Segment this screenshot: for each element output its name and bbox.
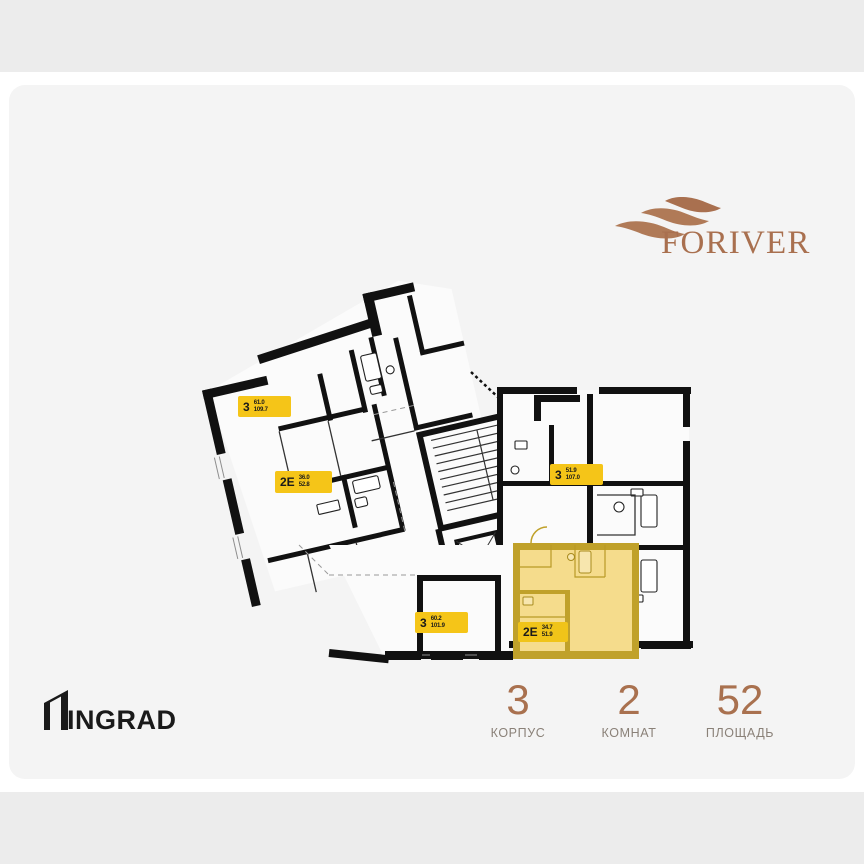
stat-value: 2 — [617, 676, 641, 723]
apartment-living-area: 61.0 — [253, 399, 265, 406]
foriver-logo: FORIVER — [609, 197, 839, 265]
apartment-living-area: 34.7 — [541, 625, 553, 632]
foriver-wordmark: FORIVER — [661, 225, 811, 261]
apartment-rooms: 3 — [243, 399, 250, 414]
foriver-wave-icon — [615, 197, 721, 239]
apartment-total-area: 109.7 — [253, 406, 268, 413]
floor-plan-drawing — [179, 245, 709, 675]
apartment-rooms: 2E — [280, 475, 295, 489]
floor-plan-svg — [202, 280, 693, 664]
plan-lower-right — [641, 641, 691, 649]
apartment-rooms: 3 — [555, 467, 562, 482]
ingrad-wordmark: INGRAD — [67, 705, 177, 735]
apartment-total-area: 51.9 — [541, 632, 553, 638]
stat-ploshad: 52 ПЛОЩАДЬ — [686, 679, 794, 751]
apartment-tag[interactable]: 3 61.0 109.7 — [238, 396, 291, 417]
apartment-areas: 61.0 109.7 — [254, 400, 268, 414]
apartment-living-area: 51.9 — [565, 467, 577, 474]
apartment-living-area: 36.0 — [298, 475, 310, 482]
stat-label: КОРПУС — [490, 726, 546, 740]
apartment-tag[interactable]: 3 60.2 101.9 — [415, 612, 468, 633]
plan-dotted-edge — [470, 371, 502, 401]
apartment-stats: 3 КОРПУС 2 КОМНАТ 52 ПЛОЩАДЬ — [464, 679, 794, 751]
apartment-rooms: 3 — [420, 615, 427, 630]
apartment-tag-selected[interactable]: 2E 34.7 51.9 — [518, 622, 568, 642]
stat-korpus: 3 КОРПУС — [464, 679, 572, 751]
stat-label: КОМНАТ — [601, 726, 657, 740]
apartment-areas: 51.9 107.0 — [566, 468, 580, 482]
ingrad-house-icon — [44, 690, 68, 730]
stat-label: ПЛОЩАДЬ — [705, 726, 775, 740]
apartment-total-area: 101.9 — [430, 622, 445, 629]
apartment-tag[interactable]: 3 51.9 107.0 — [550, 464, 603, 485]
plan-left-wing — [202, 280, 509, 607]
stat-value: 52 — [716, 676, 764, 723]
stat-komnat: 2 КОМНАТ — [575, 679, 683, 751]
ingrad-logo: INGRAD — [41, 685, 191, 741]
apartment-living-area: 60.2 — [430, 615, 442, 622]
apartment-rooms: 2E — [523, 625, 538, 639]
stat-value: 3 — [506, 676, 530, 723]
apartment-total-area: 52.8 — [298, 482, 310, 488]
apartment-tag[interactable]: 2E 36.0 52.8 — [275, 471, 332, 493]
apartment-areas: 60.2 101.9 — [431, 616, 445, 630]
apartment-areas: 34.7 51.9 — [542, 625, 553, 639]
apartment-total-area: 107.0 — [565, 474, 580, 481]
floorplan-card: FORIVER — [9, 85, 855, 779]
apartment-areas: 36.0 52.8 — [299, 475, 310, 489]
